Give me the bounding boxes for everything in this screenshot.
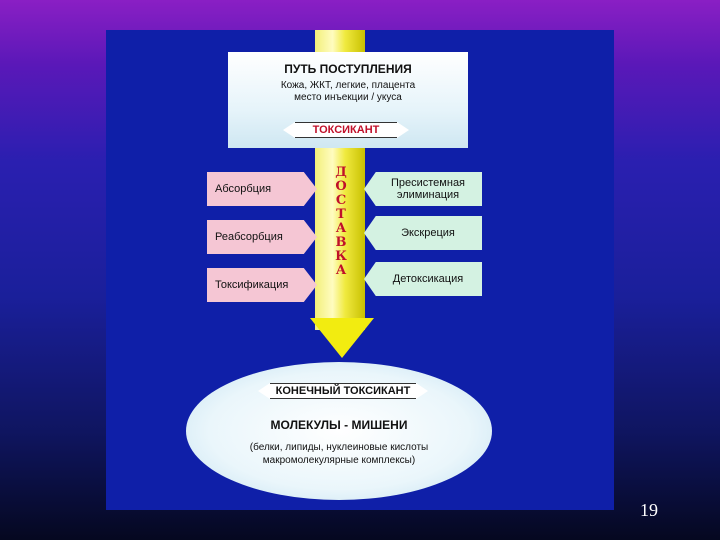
delivery-letter: О xyxy=(335,179,347,194)
delivery-arrow-head xyxy=(310,318,374,358)
delivery-letter: К xyxy=(335,249,347,264)
delivery-letter: А xyxy=(335,221,347,236)
right-box-detoxication: Детоксикация xyxy=(364,262,482,296)
target-molecules-sub: (белки, липиды, нуклеиновые кислоты макр… xyxy=(200,441,478,467)
target-molecules-title: МОЛЕКУЛЫ - МИШЕНИ xyxy=(270,418,408,432)
toxicant-tag: ТОКСИКАНТ xyxy=(283,122,409,138)
entry-route-line1: Кожа, ЖКТ, легкие, плацента xyxy=(280,80,416,91)
left-box-reabsorption: Реабсорбция xyxy=(207,220,317,254)
delivery-letter: С xyxy=(335,193,347,208)
delivery-vertical-label: Д О С Т А В К А xyxy=(333,166,349,278)
delivery-letter: А xyxy=(335,263,347,278)
toxicant-tag-label: ТОКСИКАНТ xyxy=(312,124,380,136)
entry-route-line2: место инъекции / укуса xyxy=(294,92,402,103)
page-number: 19 xyxy=(640,500,658,520)
entry-route-title: ПУТЬ ПОСТУПЛЕНИЯ xyxy=(284,62,412,76)
final-toxicant-tag: КОНЕЧНЫЙ ТОКСИКАНТ xyxy=(258,383,428,399)
right-box-excretion: Экскреция xyxy=(364,216,482,250)
target-molecules-sub-line2: макромолекулярные комплексы) xyxy=(262,455,416,466)
right-box-presystemic-elimination: Пресистемная элиминация xyxy=(364,172,482,206)
delivery-letter: В xyxy=(335,235,347,250)
final-toxicant-tag-label: КОНЕЧНЫЙ ТОКСИКАНТ xyxy=(275,385,411,397)
left-box-toxification: Токсификация xyxy=(207,268,317,302)
delivery-letter: Д xyxy=(335,165,347,180)
delivery-letter: Т xyxy=(336,207,346,222)
left-box-absorption: Абсорбция xyxy=(207,172,317,206)
target-molecules-sub-line1: (белки, липиды, нуклеиновые кислоты xyxy=(249,442,429,453)
